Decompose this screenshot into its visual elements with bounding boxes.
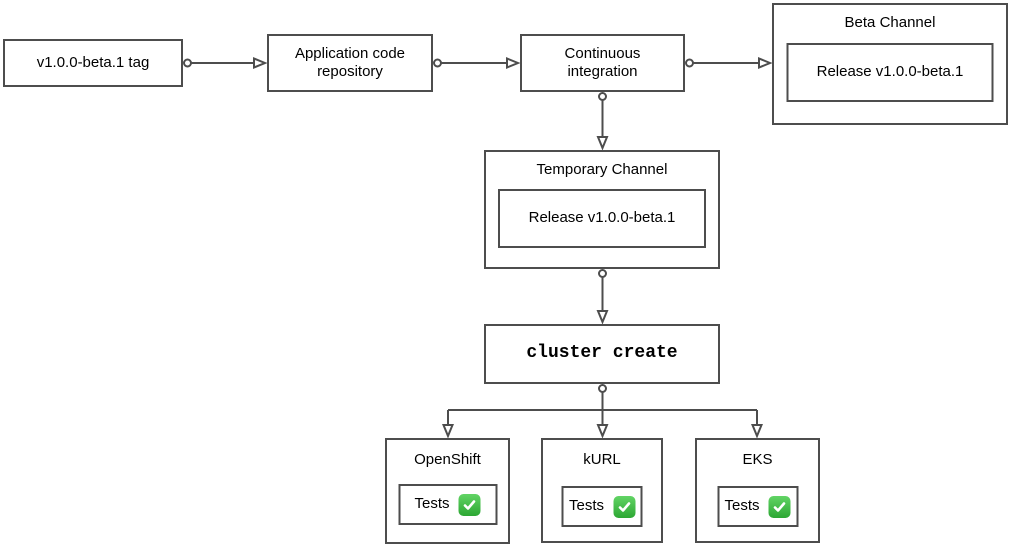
temporary-release-label: Release v1.0.0-beta.1: [528, 209, 676, 227]
openshift-tests-label: Tests: [414, 495, 450, 513]
beta-channel-release-box: Release v1.0.0-beta.1: [786, 43, 994, 102]
node-beta-channel: Beta Channel Release v1.0.0-beta.1: [772, 3, 1008, 125]
edge-ci-to-beta-channel: [685, 57, 773, 69]
check-mark-button-icon: [613, 495, 635, 518]
eks-title: EKS: [742, 451, 773, 468]
node-application-code-repository: Application code repository: [267, 34, 433, 92]
edge-temporary-channel-to-cluster-create: [596, 269, 609, 325]
continuous-integration-label: Continuous integration: [564, 44, 641, 80]
node-temporary-channel: Temporary Channel Release v1.0.0-beta.1: [484, 150, 720, 269]
version-tag-label: v1.0.0-beta.1 tag: [36, 53, 150, 71]
eks-tests-label: Tests: [724, 497, 760, 515]
node-cluster-create: cluster create: [484, 324, 720, 384]
openshift-tests-box: Tests: [398, 484, 497, 525]
kurl-tests-box: Tests: [561, 486, 643, 527]
node-version-tag: v1.0.0-beta.1 tag: [3, 39, 183, 87]
edge-repo-to-ci: [433, 57, 521, 69]
edge-cluster-create-branch: [442, 384, 763, 439]
edge-ci-to-temporary-channel: [596, 92, 609, 151]
kurl-title: kURL: [583, 451, 621, 468]
check-mark-button-icon: [458, 493, 481, 516]
eks-tests-box: Tests: [717, 486, 798, 527]
node-eks: EKS Tests: [695, 438, 820, 543]
kurl-tests-label: Tests: [568, 497, 604, 515]
openshift-title: OpenShift: [414, 451, 481, 468]
beta-channel-title: Beta Channel: [844, 14, 936, 31]
node-kurl: kURL Tests: [541, 438, 663, 543]
repository-label: Application code repository: [294, 44, 406, 80]
node-openshift: OpenShift Tests: [385, 438, 510, 544]
edge-tag-to-repo: [183, 57, 268, 69]
temporary-channel-title: Temporary Channel: [536, 161, 668, 178]
cluster-create-label: cluster create: [526, 343, 678, 364]
temporary-channel-release-box: Release v1.0.0-beta.1: [498, 189, 706, 248]
node-continuous-integration: Continuous integration: [520, 34, 685, 92]
beta-release-label: Release v1.0.0-beta.1: [816, 63, 964, 81]
check-mark-button-icon: [768, 495, 791, 518]
